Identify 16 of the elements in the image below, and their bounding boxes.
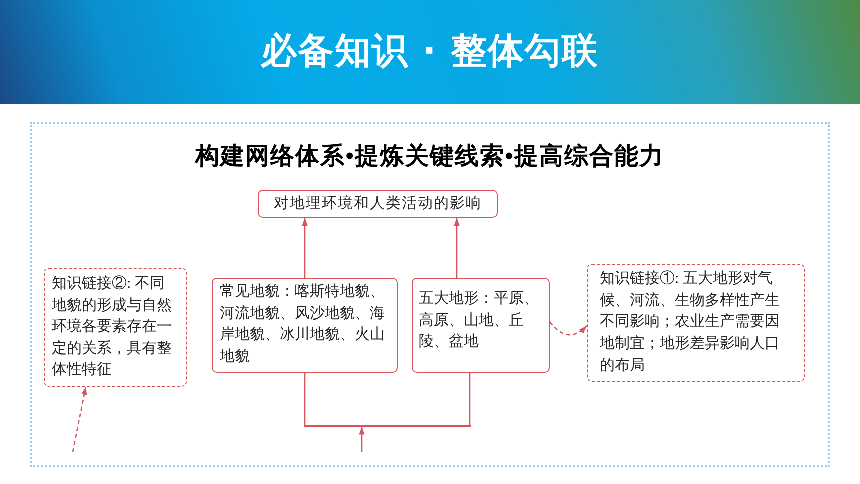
arrow — [454, 218, 460, 278]
dashed-arrow — [72, 386, 88, 452]
connector-bar — [304, 425, 471, 427]
arrow — [359, 426, 365, 452]
panel-heading: 构建网络体系•提炼关键线索•提高综合能力 — [196, 142, 664, 172]
dashed-arrow — [550, 322, 588, 336]
text-box: 对地理环境和人类活动的影响 — [258, 190, 498, 218]
connector-line — [304, 373, 306, 426]
dashed-note-box: 知识链接①: 五大地形对气候、河流、生物多样性产生不同影响；农业生产需要因地制宜；地形差异影响人口的布局 — [587, 264, 805, 382]
page-title: 必备知识 · 整体勾联 — [261, 30, 599, 74]
text-box: 常见地貌：喀斯特地貌、河流地貌、风沙地貌、海岸地貌、冰川地貌、火山地貌 — [212, 278, 398, 373]
dashed-note-box: 知识链接②: 不同地貌的形成与自然环境各要素存在一定的关系，具有整体性特征 — [44, 268, 187, 387]
text-box: 五大地形：平原、高原、山地、丘陵、盆地 — [412, 278, 550, 373]
dotted-frame — [30, 122, 830, 467]
arrow — [302, 218, 308, 278]
connector-line — [469, 373, 471, 426]
